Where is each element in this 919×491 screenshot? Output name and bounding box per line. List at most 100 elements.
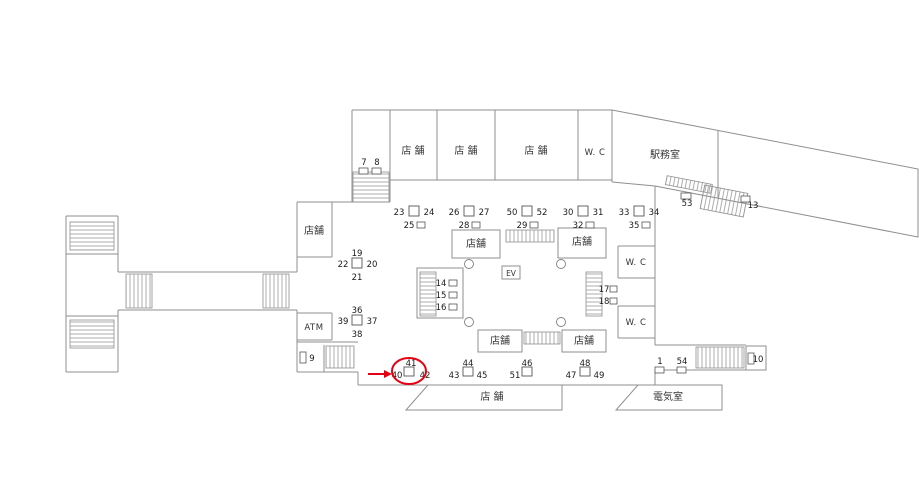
- marker-icon: [416, 221, 426, 229]
- room-shop-lower-right: [561, 329, 607, 353]
- position-marker-25: 25: [404, 221, 415, 231]
- position-marker-1: 1: [657, 357, 662, 367]
- position-marker-15: 15: [436, 291, 447, 301]
- position-marker-7: 7: [361, 158, 366, 168]
- marker-icon: [585, 221, 595, 229]
- room-label-wc: W. C: [626, 258, 647, 268]
- room-label-office: 駅務室: [650, 148, 680, 161]
- room-label-shop: 店舗: [490, 334, 510, 347]
- marker-icon: [654, 366, 665, 374]
- wall-right-side: [617, 186, 767, 385]
- position-marker-31: 31: [593, 208, 604, 218]
- pillar: [579, 366, 591, 377]
- stairs: [69, 171, 749, 369]
- position-marker-33: 33: [619, 208, 630, 218]
- pillar: [521, 366, 533, 377]
- position-marker-9: 9: [309, 354, 314, 364]
- marker-icon: [448, 279, 458, 287]
- room-label-shop: 店舗: [572, 235, 592, 248]
- position-marker-47: 47: [566, 371, 577, 381]
- wall-west-footbridge: [65, 215, 297, 373]
- marker-icon: [371, 167, 382, 175]
- position-marker-35: 35: [629, 221, 640, 231]
- position-marker-17: 17: [599, 285, 610, 295]
- position-marker-28: 28: [459, 221, 470, 231]
- walls: [65, 109, 919, 411]
- pillar: [351, 257, 363, 269]
- highlight: [368, 357, 427, 385]
- position-marker-46: 46: [522, 359, 533, 369]
- stairs-14-16: [419, 271, 437, 317]
- room-label-shop: 店舗: [466, 237, 486, 250]
- wall-left-rooms: [296, 201, 359, 385]
- position-marker-24: 24: [424, 208, 435, 218]
- highlight-arrow-head-icon: [384, 370, 392, 378]
- elevator-box: [501, 265, 521, 280]
- marker-icon: [609, 297, 618, 305]
- room-shop-upper-left: [451, 229, 501, 259]
- position-marker-54: 54: [677, 357, 688, 367]
- room-label-shop: 店 舗: [524, 144, 547, 157]
- room-label-atm: ATM: [304, 323, 323, 333]
- room-label-ev: EV: [506, 269, 517, 278]
- position-marker-21: 21: [352, 273, 363, 283]
- position-marker-22: 22: [338, 260, 349, 270]
- marker-icon: [471, 221, 481, 229]
- marker-icon: [747, 352, 755, 365]
- position-marker-14: 14: [436, 279, 447, 289]
- position-marker-45: 45: [477, 371, 488, 381]
- position-marker-27: 27: [479, 208, 490, 218]
- escalator-corridor-west: [125, 273, 153, 309]
- position-marker-34: 34: [649, 208, 660, 218]
- position-marker-13: 13: [748, 201, 759, 211]
- position-marker-51: 51: [510, 371, 521, 381]
- stairs-at-13: [699, 184, 749, 218]
- position-marker-8: 8: [374, 158, 379, 168]
- position-marker-26: 26: [449, 208, 460, 218]
- position-marker-44: 44: [463, 359, 474, 369]
- stairs-at-9: [325, 345, 355, 369]
- position-marker-48: 48: [580, 359, 591, 369]
- pillar: [403, 366, 415, 377]
- stairs-17-18: [585, 271, 603, 317]
- marker-icon: [740, 195, 751, 203]
- inner-rooms: [416, 227, 607, 353]
- position-marker-52: 52: [537, 208, 548, 218]
- pillar: [577, 205, 589, 217]
- highlight-circle: [391, 357, 427, 385]
- position-marker-41: 41: [406, 359, 417, 369]
- position-marker-50: 50: [507, 208, 518, 218]
- marker-icon: [448, 303, 458, 311]
- position-marker-19: 19: [352, 249, 363, 259]
- escalator-corridor-east: [262, 273, 290, 309]
- pillar: [462, 366, 474, 377]
- central-stair-box: [416, 267, 464, 319]
- wall-top-shops: [351, 109, 613, 203]
- wall-northeast-wing: [611, 109, 919, 238]
- pillars: [351, 205, 645, 377]
- escalator-center-lower: [523, 331, 561, 345]
- position-marker-23: 23: [394, 208, 405, 218]
- position-marker-43: 43: [449, 371, 460, 381]
- escalator-center-upper: [505, 229, 555, 243]
- room-label-shop: 店舗: [574, 334, 594, 347]
- column: [556, 317, 566, 327]
- stairs-7-8: [352, 171, 390, 203]
- stairs-at-10: [695, 346, 745, 369]
- pillar: [521, 205, 533, 217]
- position-marker-36: 36: [352, 306, 363, 316]
- position-marker-53: 53: [682, 199, 693, 209]
- column: [464, 317, 474, 327]
- marker-icon: [299, 351, 307, 364]
- room-label-electric: 電気室: [653, 390, 683, 403]
- pillar: [633, 205, 645, 217]
- room-shop-lower-left: [477, 329, 523, 353]
- wall-bottom: [358, 384, 723, 411]
- position-marker-16: 16: [436, 303, 447, 313]
- room-label-shop: 店舗: [304, 224, 324, 237]
- pillar: [351, 314, 363, 326]
- marker-icon: [358, 167, 369, 175]
